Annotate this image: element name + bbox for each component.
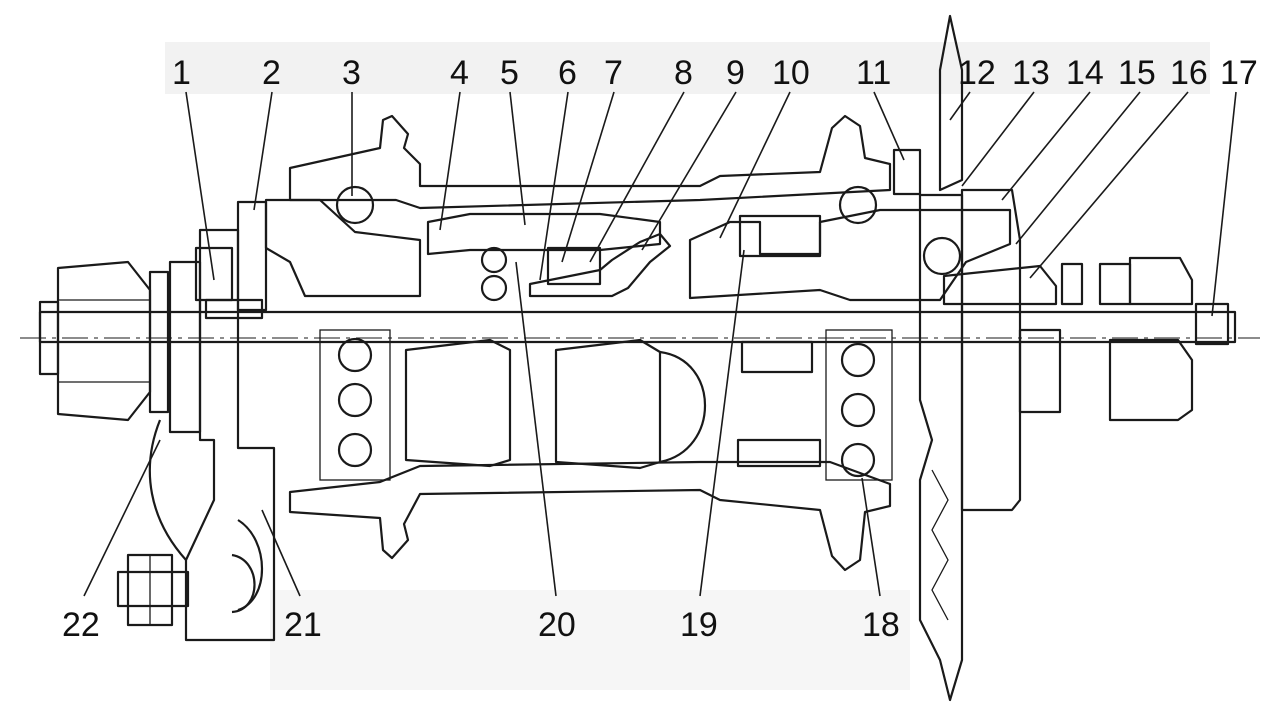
right-axle-nut (1018, 256, 1230, 422)
brake-shoes (404, 338, 706, 470)
part-8-spring (546, 246, 602, 286)
part-1-locknut (194, 246, 264, 320)
callout-12: 12 (958, 54, 996, 92)
callout-8: 8 (674, 54, 693, 92)
lower-ribs-2 (736, 438, 822, 468)
part-7-clutch-cone (528, 232, 672, 298)
callout-6: 6 (558, 54, 577, 92)
left-bearing-balls (319, 185, 391, 481)
callout-5: 5 (500, 54, 519, 92)
part-3-cone (264, 198, 422, 298)
callout-22: 22 (62, 606, 100, 644)
top-label-band (165, 42, 1210, 94)
callout-17: 17 (1220, 54, 1258, 92)
lower-ribs (740, 340, 814, 374)
callout-4: 4 (450, 54, 469, 92)
part-14-dustcap (960, 188, 1022, 512)
callout-14: 14 (1066, 54, 1104, 92)
part-10-driver (688, 208, 1012, 302)
clamp-bolt (116, 553, 256, 627)
part-2-washer (236, 200, 268, 312)
callout-7: 7 (604, 54, 623, 92)
part-15-spacer (1060, 262, 1084, 306)
callout-21: 21 (284, 606, 322, 644)
part-11-spacer (892, 148, 922, 196)
callout-19: 19 (680, 606, 718, 644)
callout-3: 3 (342, 54, 361, 92)
callout-20: 20 (538, 606, 576, 644)
part-19-cone-ribs (738, 214, 822, 258)
callout-10: 10 (772, 54, 810, 92)
right-bearing-balls (825, 185, 962, 481)
left-axle-nut (38, 260, 170, 422)
part-16-locknut (942, 264, 1058, 306)
rollers (480, 246, 508, 302)
callout-16: 16 (1170, 54, 1208, 92)
callout-11: 11 (856, 54, 891, 92)
callout-1: 1 (172, 54, 191, 92)
callout-18: 18 (862, 606, 900, 644)
callout-2: 2 (262, 54, 281, 92)
bottom-label-band (270, 590, 910, 690)
callout-13: 13 (1012, 54, 1050, 92)
bottom-callouts: 22 21 20 19 18 (62, 606, 900, 644)
top-callouts: 1 2 3 4 5 6 7 8 9 10 11 12 13 14 15 16 1… (172, 54, 1258, 92)
callout-9: 9 (726, 54, 745, 92)
hub-shell-top (288, 114, 892, 210)
callout-15: 15 (1118, 54, 1156, 92)
part-4-sleeve (426, 212, 662, 256)
leader-lines (83, 91, 1237, 597)
hub-shell-bottom (288, 460, 892, 572)
part-12-sprocket (918, 14, 964, 702)
